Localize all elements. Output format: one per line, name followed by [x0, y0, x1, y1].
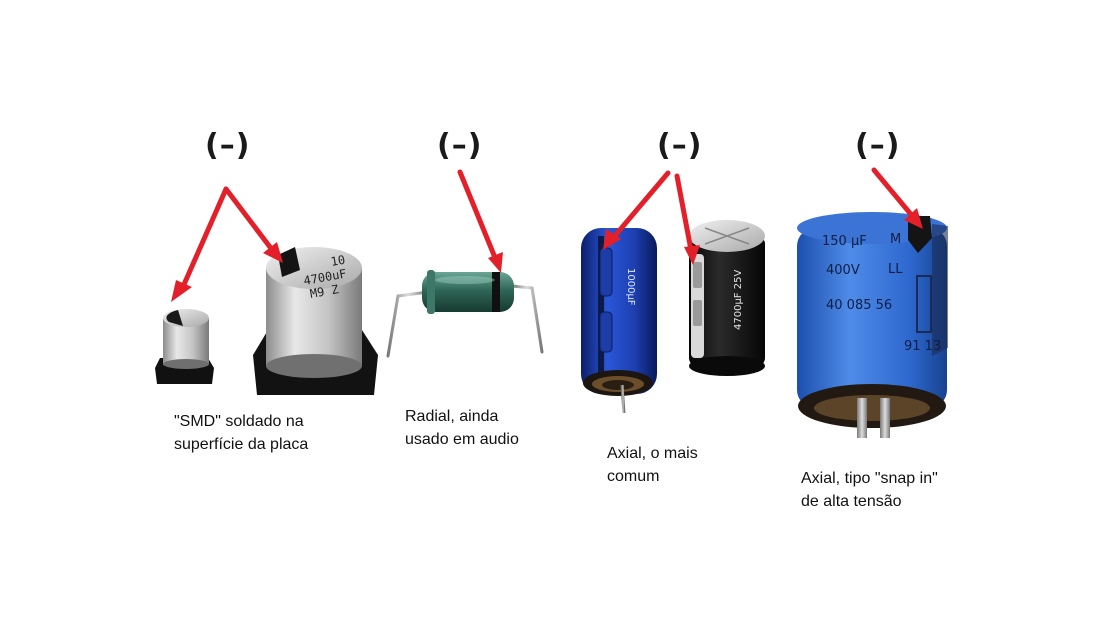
arrow-snap-in: [871, 167, 923, 229]
caption-line: de alta tensão: [801, 493, 902, 510]
caption-line: Radial, ainda: [405, 408, 499, 425]
smd-capacitor-large: 10 4700uF M9 Z: [253, 247, 378, 395]
svg-text:10: 10: [330, 253, 347, 269]
caption-line: usado em audio: [405, 431, 519, 448]
arrow-axial-blue: [603, 170, 671, 250]
caption-line: "SMD" soldado na: [174, 413, 304, 430]
caption-line: Axial, o mais: [607, 445, 698, 462]
svg-text:M9 Z: M9 Z: [309, 282, 340, 301]
polarity-arrows: [171, 167, 923, 302]
svg-text:LL: LL: [888, 262, 903, 277]
arrow-radial: [457, 169, 503, 273]
svg-text:91 13: 91 13: [904, 339, 941, 354]
svg-text:400V: 400V: [826, 263, 860, 278]
caption-snap-in: Axial, tipo "snap in" de alta tensão: [801, 467, 938, 513]
smd-capacitor-small: [155, 309, 214, 384]
snap-in-markings: 150 µF M 400V LL 40 085 56 91 13: [822, 232, 941, 354]
svg-text:40 085 56: 40 085 56: [826, 298, 892, 313]
arrow-smd-small: [171, 186, 229, 302]
caption-smd: "SMD" soldado na superfície da placa: [174, 410, 308, 456]
caption-line: Axial, tipo "snap in": [801, 470, 938, 487]
negative-marker-axial: (–): [657, 128, 703, 163]
caption-radial: Radial, ainda usado em audio: [405, 405, 519, 451]
black-radial-capacitor: 4700µF 25V: [689, 220, 765, 436]
svg-text:M: M: [890, 232, 901, 247]
caption-axial: Axial, o mais comum: [607, 442, 698, 488]
smd-large-markings: 10 4700uF M9 Z: [302, 253, 347, 301]
negative-marker-smd: (–): [205, 128, 251, 163]
arrow-smd-large: [223, 186, 283, 263]
radial-capacitor: [386, 270, 544, 358]
negative-marker-snap-in: (–): [855, 128, 901, 163]
caption-line: comum: [607, 468, 660, 485]
svg-text:4700µF 25V: 4700µF 25V: [733, 270, 744, 330]
svg-text:1000µF: 1000µF: [625, 268, 636, 306]
negative-marker-radial: (–): [437, 128, 483, 163]
caption-line: superfície da placa: [174, 436, 309, 453]
arrow-axial-black: [674, 173, 700, 265]
snap-in-capacitor: 150 µF M 400V LL 40 085 56 91 13: [797, 212, 948, 438]
blue-axial-capacitor: 1000µF: [581, 228, 657, 414]
svg-text:150 µF: 150 µF: [822, 234, 867, 249]
